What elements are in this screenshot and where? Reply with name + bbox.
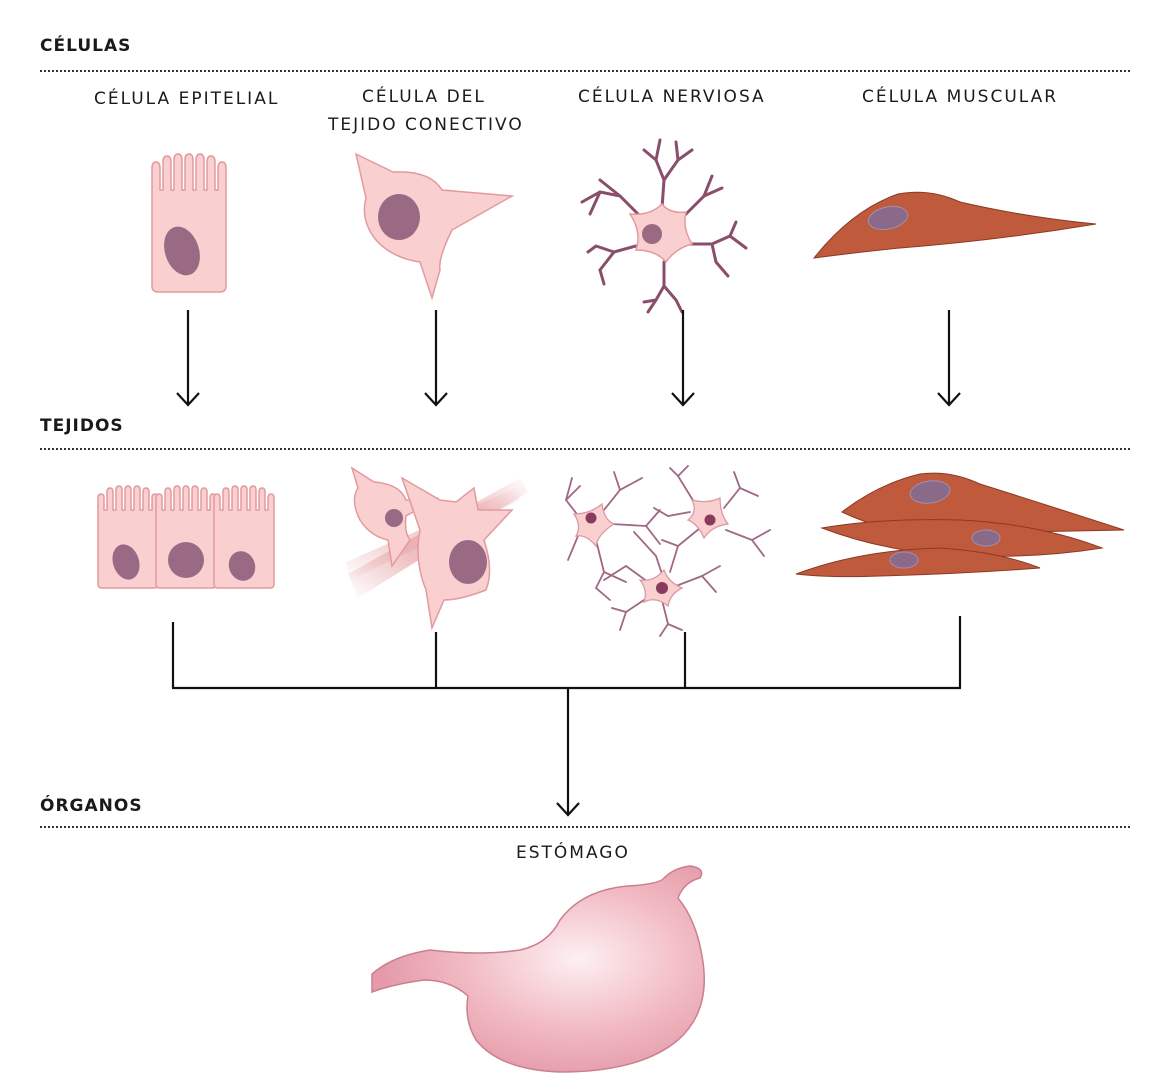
divider-tissues — [40, 448, 1130, 450]
stomach — [371, 865, 705, 1073]
divider-cells — [40, 70, 1130, 72]
label-epithelial-cell: CÉLULA EPITELIAL — [94, 89, 280, 109]
section-title-organs: ÓRGANOS — [40, 796, 143, 816]
label-muscle-cell: CÉLULA MUSCULAR — [862, 87, 1059, 107]
label-connective-cell-line2: TEJIDO CONECTIVO — [328, 115, 524, 135]
section-title-cells: CÉLULAS — [40, 36, 132, 56]
muscle-tissue — [795, 472, 1125, 578]
label-stomach: ESTÓMAGO — [516, 843, 630, 863]
muscle-cell — [812, 191, 1097, 259]
tissue-to-organ-connector — [171, 616, 962, 817]
cell-to-tissue-arrows — [176, 310, 961, 407]
section-title-tissues: TEJIDOS — [40, 416, 124, 436]
label-nerve-cell: CÉLULA NERVIOSA — [578, 87, 766, 107]
connective-tissue — [346, 466, 528, 631]
label-connective-cell-line1: CÉLULA DEL — [362, 87, 486, 107]
epithelial-cell — [151, 153, 227, 293]
nerve-tissue — [565, 465, 771, 637]
connective-tissue-cell — [354, 152, 515, 301]
epithelial-tissue — [97, 485, 275, 589]
nerve-cell — [580, 138, 748, 314]
divider-organs — [40, 826, 1130, 828]
